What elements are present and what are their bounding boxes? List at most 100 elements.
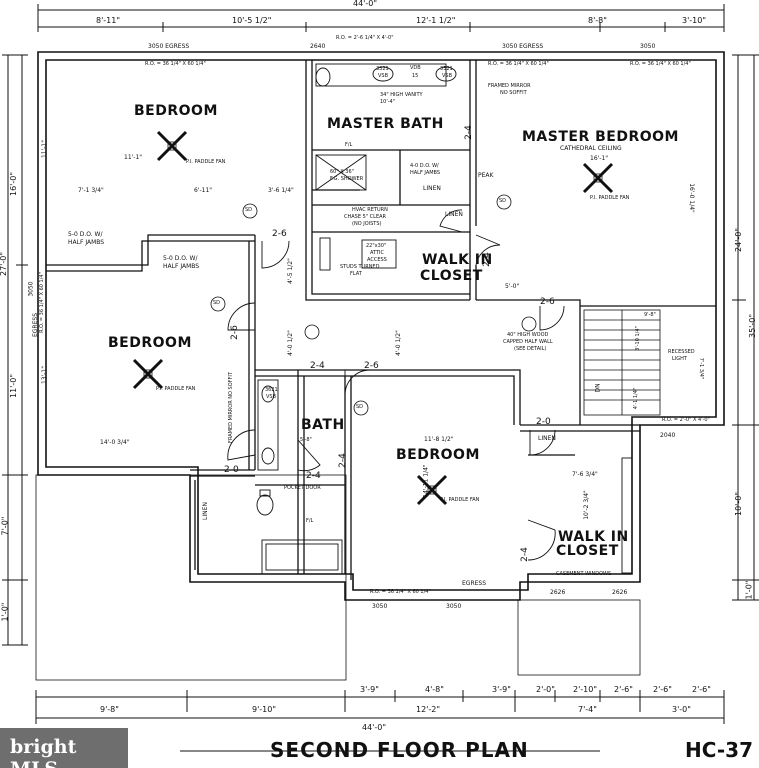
fan-note-2: P.I. PADDLE FAN — [590, 195, 630, 201]
room-bath: BATH — [301, 417, 345, 433]
door-j: 2-4 — [519, 547, 530, 562]
bottom-dim-1: 3'-9" — [360, 685, 379, 694]
fl-1: F/L — [345, 142, 353, 148]
dim-nw-e: 11'-1" — [41, 139, 49, 159]
door-d: 2-6 — [364, 361, 379, 371]
room-walk-in-closet-n-1: WALK IN — [422, 252, 493, 268]
bath-vanity — [257, 379, 279, 471]
top-dim-4: 8'-8" — [588, 16, 607, 25]
door-l: 2-4 — [481, 252, 492, 267]
left-dim-11: 11'-0" — [9, 373, 19, 399]
window-1-label: 3050 EGRESS — [148, 43, 190, 50]
fan-note-1: P.I. PADDLE FAN — [186, 159, 226, 165]
bottom-dim-8: 2'-6" — [692, 685, 711, 694]
vdb: VDB — [410, 65, 421, 71]
door-b: 2-6 — [229, 325, 240, 340]
sd-2: SD — [499, 198, 507, 204]
top-dim-1: 8'-11" — [96, 16, 121, 25]
hall-b: 4'-0 1/2" — [286, 330, 294, 356]
window-6-label: 2040 — [660, 432, 676, 439]
bath-vsb-n: 3621 — [265, 387, 278, 393]
fixtures — [256, 63, 633, 575]
right-dim-10: 10'-0" — [734, 491, 744, 517]
window-8a: 2626 — [550, 589, 566, 596]
room-bedroom-w: BEDROOM — [108, 335, 192, 351]
door-f: 2-0 — [224, 465, 239, 475]
window-7a: 3050 — [372, 603, 388, 610]
bath-length: 5'-8" — [300, 437, 312, 443]
hvac-1: HVAC RETURN — [352, 207, 388, 213]
room-walk-in-closet-s-1: WALK IN — [558, 529, 629, 545]
stair-c: 7'-1 3/4" — [698, 357, 705, 380]
left-dim-1: 1'-0" — [0, 602, 10, 622]
dim-wic-a: 7'-6 3/4" — [572, 471, 598, 478]
top-dim-5: 3'-10" — [682, 16, 707, 25]
lower-floor-outline — [35, 474, 347, 681]
dim-nw-d: 3'-6 1/4" — [268, 187, 294, 194]
framed-mirror-vertical: FRAMED MIRROR NO SOFFIT — [227, 372, 234, 443]
half-jambs-2b: HALF JAMBS — [163, 263, 200, 270]
right-dim-1: 1'-0" — [744, 580, 754, 600]
fl-2: F/L — [306, 518, 314, 524]
window-2-ro: R.O. = 2'-6 1/4" X 4'-0" — [336, 35, 394, 41]
drawing-title: SECOND FLOOR PLAN — [270, 738, 529, 762]
vanity-note: 34" HIGH VANITY — [380, 92, 423, 98]
window-5-label: 3050 — [27, 281, 35, 297]
attic-3: ACCESS — [367, 257, 387, 263]
window-1-ro: R.O. = 36 1/4" X 60 1/4" — [145, 61, 206, 67]
stair-a: 9'-8" — [644, 312, 656, 318]
bathtub — [261, 539, 343, 575]
drawing-code: HC-37 — [685, 738, 754, 762]
linen-2: LINEN — [445, 211, 463, 218]
window-7-label: EGRESS — [462, 580, 487, 587]
shower-note-b: F.G. SHOWER — [330, 176, 364, 182]
sink-1: 3321 — [376, 66, 389, 72]
window-3-ro: R.O. = 36 1/4" X 60 1/4" — [488, 61, 549, 67]
bottom-dim-2: 4'-8" — [425, 685, 444, 694]
window-3-label: 3050 EGRESS — [502, 43, 544, 50]
room-bedroom-nw: BEDROOM — [134, 103, 218, 119]
attic-2: ATTIC — [370, 250, 385, 256]
bottom-dim-13: 3'-0" — [672, 705, 691, 714]
shower-note: 60" X 36" — [330, 169, 354, 175]
bottom-dim-12: 7'-4" — [578, 705, 597, 714]
studs-2: FLAT — [350, 271, 362, 277]
half-jambs-3b: HALF JAMBS — [410, 170, 441, 176]
linen-3: LINEN — [538, 435, 556, 442]
window-4-label: 3050 — [640, 43, 656, 50]
dim-s-a: 11'-8 1/2" — [424, 436, 454, 443]
stair-d: 4'-1 1/4" — [633, 387, 640, 410]
attic-1: 22"x30" — [366, 243, 387, 249]
dim-wic-b: 10'-2 3/4" — [582, 490, 590, 520]
half-jambs-1: 5-0 D.O. W/ — [68, 231, 103, 238]
fan-note-3: P.I. PADDLE FAN — [156, 386, 196, 392]
dim-nw-c: 6'-11" — [194, 187, 213, 194]
dim-mb-b: 16'-0 1/4" — [687, 183, 695, 213]
room-master-bath: MASTER BATH — [327, 116, 444, 132]
bottom-dim-5: 2'-10" — [573, 685, 598, 694]
door-g: 2-4 — [306, 471, 321, 481]
peak-label: PEAK — [478, 172, 494, 179]
door-e: 2-6 — [540, 297, 555, 307]
bottom-dim-9: 9'-8" — [100, 705, 119, 714]
recessed-light-2: LIGHT — [672, 356, 687, 362]
dim-s-b: 14'-11 1/4" — [422, 464, 430, 498]
door-c: 2-4 — [310, 361, 325, 371]
linen-4: LINEN — [201, 502, 209, 520]
sd-4: SD — [356, 404, 364, 410]
door-swings — [227, 209, 565, 561]
dim-mb-c: 5'-0" — [505, 283, 520, 290]
room-master-bedroom: MASTER BEDROOM — [522, 129, 679, 145]
vanity-length: 10'-4" — [380, 99, 396, 105]
bottom-dim-6: 2'-6" — [614, 685, 633, 694]
door-k: 2-4 — [463, 125, 474, 140]
window-7b: 3050 — [446, 603, 462, 610]
half-jambs-3: 4-0 D.O. W/ — [410, 163, 439, 169]
left-dim-16: 16'-0" — [9, 171, 19, 197]
bottom-overall-dim: 44'-0" — [362, 723, 387, 732]
door-i: 2-4 — [337, 453, 348, 468]
interior-walls — [46, 60, 716, 580]
smoke-detectors — [210, 194, 537, 416]
hvac-3: (NO JOISTS) — [352, 221, 382, 227]
